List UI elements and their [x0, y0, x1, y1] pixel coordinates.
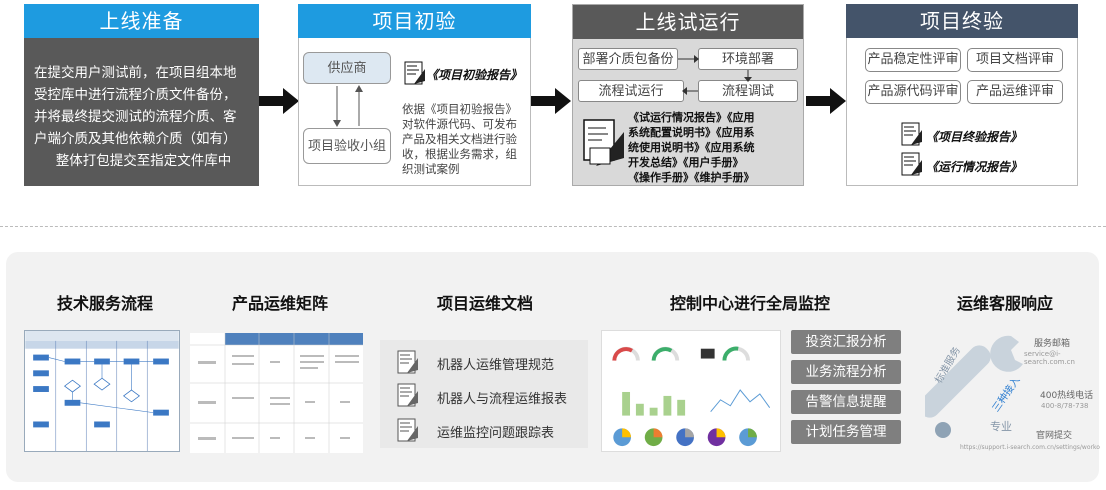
- doc-line: 开发总结》《用户手册》: [628, 156, 744, 169]
- divider: [0, 226, 1106, 227]
- arrow-right-icon: [531, 88, 571, 114]
- ops-doc-item: 机器人与流程运维报表: [437, 392, 568, 407]
- stage-prepare: 上线准备 在提交用户测试前，在项目组本地 受控库中进行流程介质文件备份， 并将最…: [24, 4, 259, 186]
- alert-reminder-button[interactable]: 告警信息提醒: [791, 390, 901, 414]
- text-line: 在提交用户测试前，在项目组本地: [34, 65, 237, 81]
- exchange-arrows-icon: [333, 85, 363, 127]
- support-word-pro: 专业: [990, 420, 1012, 433]
- desc-line: 依据《项目初验报告》: [402, 102, 517, 116]
- arrow-right-icon: [806, 88, 846, 114]
- box-trial-run: 流程试运行: [578, 80, 684, 102]
- stage-final-acceptance-title: 项目终验: [846, 4, 1078, 38]
- web-title: 官网提交: [1036, 431, 1073, 441]
- document-icon: [397, 383, 418, 407]
- document-stack-icon: [583, 119, 624, 166]
- review-ops: 产品运维评审: [967, 80, 1063, 104]
- role-acceptance-team: 项目验收小组: [303, 128, 391, 164]
- doc-line: 统使用说明书》《应用系统: [628, 141, 755, 154]
- text-line: 整体打包提交至指定文件库中: [55, 153, 232, 169]
- service-flow-thumbnail: [24, 330, 180, 452]
- desc-line: 织测试案例: [402, 162, 460, 176]
- initial-acceptance-desc: 依据《项目初验报告》 对软件源代码、可发布 产品及相关文档进行验 收，根据业务需…: [402, 102, 517, 177]
- doc-line: 系统配置说明书》《应用系: [628, 126, 755, 139]
- mail-title: 服务邮箱: [1034, 339, 1071, 349]
- dashboard-thumbnail: [601, 330, 781, 452]
- doc-line: 《试运行情况报告》《应用: [628, 111, 755, 124]
- col-ops-matrix-title: 产品运维矩阵: [231, 294, 328, 313]
- stage-prepare-text: 在提交用户测试前，在项目组本地 受控库中进行流程介质文件备份， 并将最终提交测试…: [24, 38, 259, 172]
- box-media-backup: 部署介质包备份: [578, 48, 678, 70]
- review-stability: 产品稳定性评审: [865, 48, 961, 72]
- flow-arrows-icon: [678, 55, 752, 95]
- document-icon: [901, 152, 922, 176]
- doc-line: 《操作手册》《维护手册》: [628, 171, 755, 184]
- process-analysis-button[interactable]: 业务流程分析: [791, 360, 901, 384]
- box-env-deploy: 环境部署: [698, 48, 798, 70]
- hotline-number: 400-8/78-738: [1041, 402, 1089, 410]
- initial-acceptance-report: 《项目初验报告》: [426, 68, 523, 82]
- desc-line: 对软件源代码、可发布: [402, 117, 517, 131]
- task-plan-button[interactable]: 计划任务管理: [791, 420, 901, 444]
- document-icon: [397, 418, 418, 442]
- document-icon: [397, 350, 418, 374]
- desc-line: 收，根据业务需求，组: [402, 147, 517, 161]
- review-source: 产品源代码评审: [865, 80, 961, 104]
- stage-prepare-title: 上线准备: [24, 4, 259, 38]
- review-docs: 项目文档评审: [967, 48, 1063, 72]
- document-icon: [404, 61, 425, 85]
- investment-analysis-button[interactable]: 投资汇报分析: [791, 330, 901, 354]
- stage-initial-acceptance-title: 项目初验: [298, 4, 531, 38]
- wrench-icon: [925, 335, 1023, 438]
- text-line: 并将最终提交测试的流程介质、客: [34, 109, 237, 125]
- col-monitor-title: 控制中心进行全局监控: [669, 294, 830, 313]
- document-icon: [901, 122, 922, 146]
- operation-status-report: 《运行情况报告》: [926, 160, 1023, 174]
- col-service-flow-title: 技术服务流程: [56, 294, 153, 313]
- ops-matrix-thumbnail: [190, 333, 363, 453]
- ops-doc-item: 运维监控问题跟踪表: [437, 426, 555, 441]
- hotline-title: 400热线电话: [1040, 391, 1094, 401]
- web-url: https://support.i-search.com.cn/settings…: [960, 444, 1100, 451]
- col-ops-docs-title: 项目运维文档: [436, 294, 533, 313]
- role-supplier: 供应商: [303, 52, 391, 84]
- desc-line: 产品及相关文档进行验: [402, 132, 517, 146]
- trial-run-docs: 《试运行情况报告》《应用 系统配置说明书》《应用系 统使用说明书》《应用系统 开…: [628, 110, 755, 185]
- stage-trial-run-title: 上线试运行: [573, 5, 803, 39]
- text-line: 受控库中进行流程介质文件备份，: [34, 87, 237, 103]
- text-line: 户端介质及其他依赖介质（如有）: [34, 131, 237, 147]
- arrow-right-icon: [259, 88, 299, 114]
- col-support-title: 运维客服响应: [956, 294, 1053, 313]
- final-acceptance-report: 《项目终验报告》: [926, 130, 1023, 144]
- mail-address: service@i-search.com.cn: [1024, 350, 1075, 366]
- ops-doc-item: 机器人运维管理规范: [437, 358, 555, 373]
